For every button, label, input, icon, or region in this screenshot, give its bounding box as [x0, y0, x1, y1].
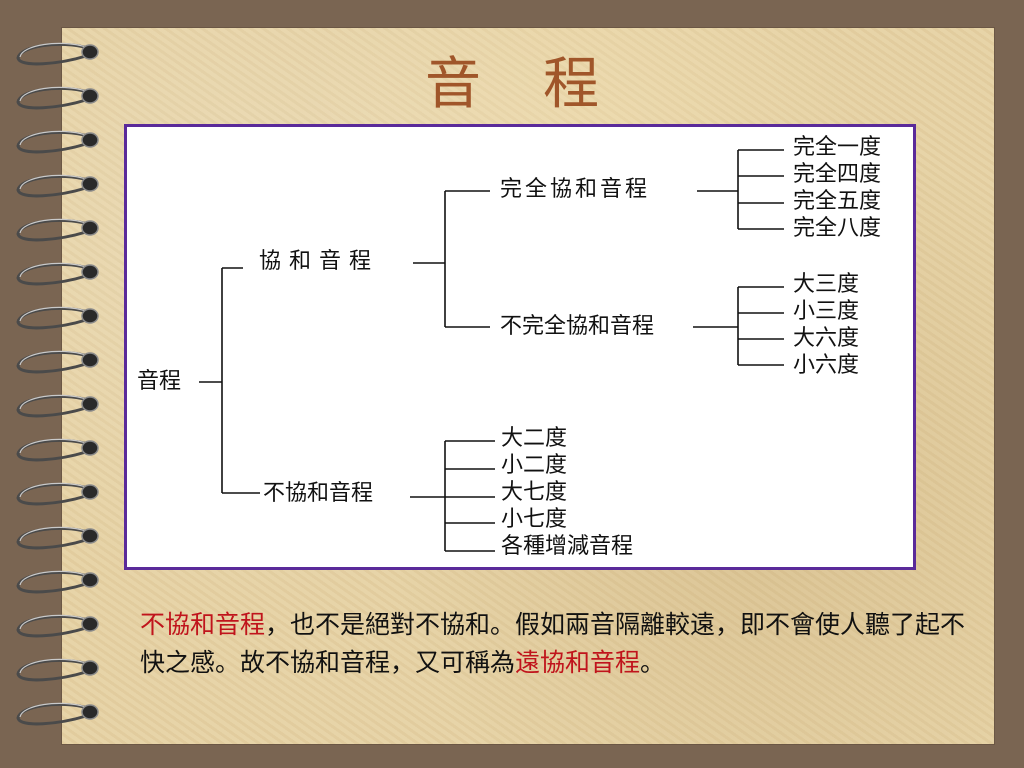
binding-ring-highlight: [19, 86, 87, 102]
binding-ring: [16, 350, 89, 374]
binding-hole: [81, 616, 99, 632]
binding-hole: [81, 440, 99, 456]
caption-text: 不協和音程，也不是絕對不協和。假如兩音隔離較遠，即不會使人聽了起不快之感。故不協…: [140, 606, 970, 682]
slide-title: 音程: [425, 52, 661, 117]
dissonant-item: 各種增減音程: [501, 534, 634, 559]
root-label: 音程: [137, 369, 182, 394]
binding-hole: [81, 528, 99, 544]
caption-body: ，也不是絕對不協和。假如兩音隔離較遠，即不會使人聽了起不快之感。故不協和音程，又…: [140, 610, 966, 677]
dissonant-item: 大二度: [501, 426, 568, 451]
binding-hole: [81, 220, 99, 236]
imperfect-item: 小六度: [793, 353, 860, 378]
binding-ring: [16, 262, 89, 286]
binding-ring-highlight: [19, 438, 87, 454]
binding-hole: [81, 176, 99, 192]
imperfect-item: 大三度: [793, 272, 860, 297]
binding-hole: [81, 572, 99, 588]
binding-ring-highlight: [19, 306, 87, 322]
caption-highlight-dissonant: 不協和音程: [140, 610, 266, 639]
binding-ring: [16, 42, 89, 66]
binding-ring-highlight: [19, 482, 87, 498]
binding-hole: [81, 44, 99, 60]
binding-ring: [16, 438, 89, 462]
interval-tree-diagram: 音程 協和音程 不協和音程 完全協和音程 不完全協和音程 完全一度 完全四度 完…: [124, 124, 916, 570]
dissonant-item: 小七度: [501, 507, 568, 532]
perfect-consonant-label: 完全協和音程: [500, 177, 651, 202]
perfect-item: 完全五度: [793, 189, 882, 214]
dissonant-item: 大七度: [501, 480, 568, 505]
binding-ring-highlight: [19, 394, 87, 410]
binding-hole: [81, 308, 99, 324]
binding-ring: [16, 306, 89, 330]
binding-ring: [16, 130, 89, 154]
binding-ring-highlight: [19, 262, 87, 278]
binding-hole: [81, 660, 99, 676]
binding-ring-highlight: [19, 130, 87, 146]
binding-ring: [16, 658, 89, 682]
binding-hole: [81, 264, 99, 280]
caption-highlight-distant: 遠協和音程: [515, 648, 641, 677]
binding-hole: [81, 704, 99, 720]
binding-ring-highlight: [19, 42, 87, 58]
binding-hole: [81, 88, 99, 104]
perfect-item: 完全八度: [793, 216, 882, 241]
binding-ring: [16, 174, 89, 198]
imperfect-consonant-label: 不完全協和音程: [500, 314, 655, 339]
consonant-label: 協和音程: [259, 249, 380, 274]
binding-hole: [81, 484, 99, 500]
binding-ring-highlight: [19, 570, 87, 586]
spiral-binding: [16, 42, 99, 726]
perfect-item: 完全四度: [793, 162, 882, 187]
binding-ring: [16, 614, 89, 638]
binding-hole: [81, 352, 99, 368]
binding-ring: [16, 482, 89, 506]
binding-ring: [16, 218, 89, 242]
perfect-item: 完全一度: [793, 135, 882, 160]
binding-ring-highlight: [19, 658, 87, 674]
imperfect-item: 大六度: [793, 326, 860, 351]
binding-ring-highlight: [19, 702, 87, 718]
caption-end: 。: [640, 648, 666, 677]
binding-hole: [81, 396, 99, 412]
binding-ring: [16, 86, 89, 110]
binding-ring: [16, 570, 89, 594]
dissonant-item: 小二度: [501, 453, 568, 478]
binding-ring: [16, 702, 89, 726]
binding-ring: [16, 394, 89, 418]
binding-ring-highlight: [19, 526, 87, 542]
binding-ring-highlight: [19, 174, 87, 190]
binding-ring: [16, 526, 89, 550]
tree-connectors: [199, 149, 784, 552]
binding-ring-highlight: [19, 218, 87, 234]
binding-ring-highlight: [19, 350, 87, 366]
dissonant-label: 不協和音程: [263, 481, 374, 506]
binding-hole: [81, 132, 99, 148]
binding-ring-highlight: [19, 614, 87, 630]
imperfect-item: 小三度: [793, 299, 860, 324]
